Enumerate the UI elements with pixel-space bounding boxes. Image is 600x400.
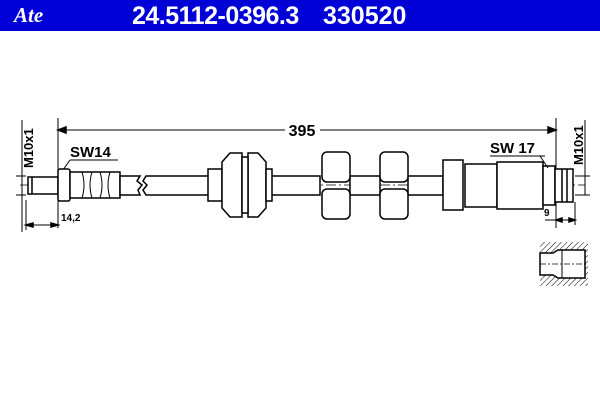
length-label: 395 <box>289 123 316 140</box>
center-sleeve <box>207 152 273 218</box>
left-wrench-label: SW14 <box>70 144 112 161</box>
article-code: 330520 <box>323 2 407 30</box>
part-number: 24.5112-0396.3 <box>132 2 299 30</box>
hose-clamp-2 <box>379 151 409 220</box>
port-detail-section <box>539 242 588 286</box>
hose <box>119 163 498 208</box>
brand-logo: Ate <box>14 3 44 27</box>
right-wrench-label: SW 17 <box>490 140 535 157</box>
right-fitting <box>442 159 574 211</box>
left-fitting <box>27 168 121 202</box>
left-thread-label: M10x1 <box>21 128 36 168</box>
right-thread-label: M10x1 <box>571 125 586 165</box>
header-bar: Ate 24.5112-0396.3 330520 <box>0 0 600 31</box>
dimension-arrows <box>55 125 559 135</box>
hose-clamp-1 <box>321 151 351 220</box>
left-dim-label: 14,2 <box>61 213 81 224</box>
right-dim-label: 9 <box>544 208 550 219</box>
